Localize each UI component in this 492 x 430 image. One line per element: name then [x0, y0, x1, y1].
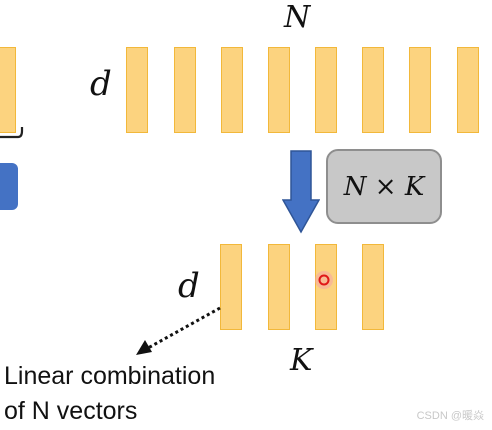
- times-symbol: ×: [374, 171, 397, 202]
- partial-bracket: [0, 127, 24, 139]
- top-vector: [174, 47, 196, 133]
- top-vector: [362, 47, 384, 133]
- weight-matrix-box: N × K: [326, 149, 442, 224]
- bottom-vector: [362, 244, 384, 330]
- bottom-vector: [220, 244, 242, 330]
- partial-blue-box: [0, 163, 18, 210]
- top-vector: [457, 47, 479, 133]
- top-dimension-label: d: [90, 64, 112, 104]
- pointer-marker: [315, 271, 333, 289]
- top-vector: [409, 47, 431, 133]
- bottom-dimension-label: d: [178, 266, 200, 306]
- dotted-pointer-arrow: [136, 306, 221, 355]
- matrix-dimension-label: N × K: [344, 172, 425, 202]
- matrix-rows: N: [343, 171, 367, 202]
- caption-line-2: of N vectors: [4, 397, 138, 425]
- top-vector: [268, 47, 290, 133]
- top-vector: [126, 47, 148, 133]
- top-vector: [221, 47, 243, 133]
- top-count-label: N: [284, 0, 311, 35]
- partial-left-vector: [0, 47, 16, 133]
- down-arrow-icon: [282, 150, 320, 234]
- matrix-cols: K: [404, 171, 425, 202]
- bottom-vector: [268, 244, 290, 330]
- bottom-count-label: K: [290, 343, 313, 378]
- watermark: CSDN @暖焱: [416, 410, 484, 422]
- top-vector: [315, 47, 337, 133]
- caption-line-1: Linear combination: [4, 362, 216, 390]
